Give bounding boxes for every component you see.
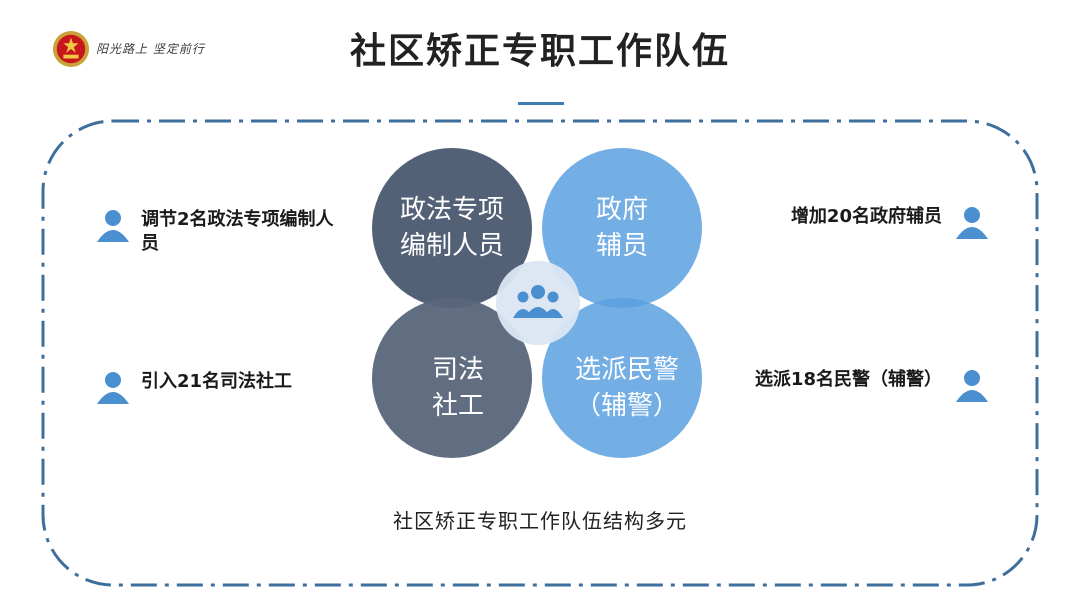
venn-label-2: 政府辅员 — [595, 195, 648, 261]
center-circle — [496, 261, 580, 345]
right-item-1: 增加20名政府辅员 — [791, 205, 990, 241]
person-icon — [97, 372, 129, 404]
venn-label-3: 司法社工 — [431, 355, 484, 421]
venn-label-1: 政法专项编制人员 — [399, 195, 504, 261]
venn-circles — [372, 148, 702, 458]
right-item-text: 选派18名民警（辅警） — [754, 369, 942, 390]
venn-circle-1 — [372, 148, 532, 308]
left-item-text: 引入21名司法社工 — [141, 371, 293, 392]
left-item-1: 调节2名政法专项编制人员 — [95, 208, 351, 256]
left-item-text: 调节2名政法专项编制人员 — [141, 209, 334, 254]
person-icon — [97, 210, 129, 242]
slogan: 阳光路上 坚定前行 — [96, 42, 205, 56]
caption: 社区矫正专职工作队伍结构多元 — [393, 509, 687, 533]
dashed-frame — [41, 119, 1039, 587]
title-underline — [518, 102, 564, 105]
person-icon — [956, 207, 988, 239]
right-item-2: 选派18名民警（辅警） — [755, 368, 990, 404]
group-icon — [513, 285, 563, 318]
venn-circle-3 — [372, 298, 532, 458]
venn-circle-2 — [542, 148, 702, 308]
right-item-text: 增加20名政府辅员 — [790, 206, 942, 227]
page-title: 社区矫正专职工作队伍 — [349, 31, 730, 72]
left-item-2: 引入21名司法社工 — [95, 370, 292, 406]
emblem-logo-icon — [52, 30, 90, 68]
person-icon — [956, 370, 988, 402]
venn-label-4: 选派民警（辅警） — [574, 355, 679, 421]
venn-diagram: 政法专项编制人员 政府辅员 司法社工 选派民警（辅警） — [360, 140, 720, 480]
venn-circle-4 — [542, 298, 702, 458]
